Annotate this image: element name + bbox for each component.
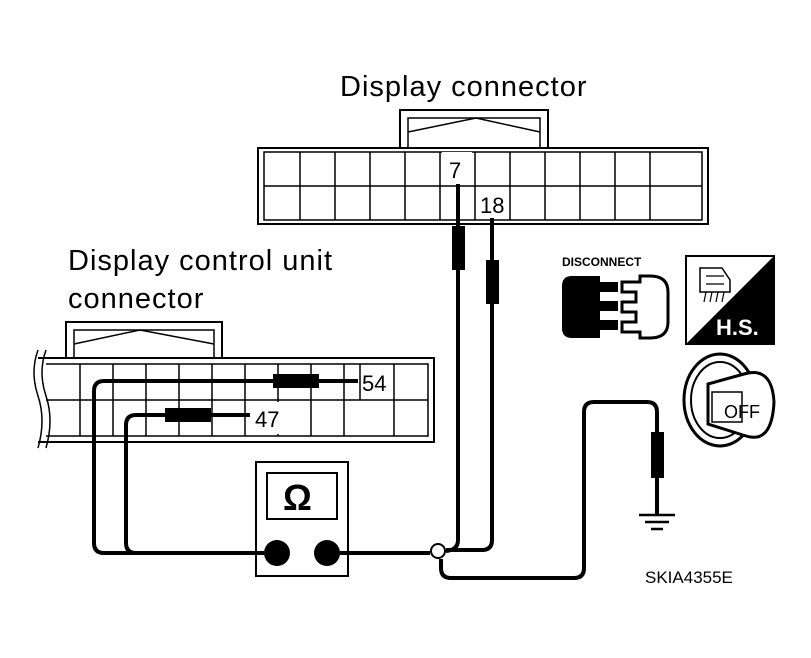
ohmmeter-terminal-left — [264, 540, 290, 566]
ground-icon — [639, 513, 675, 531]
disconnect-connector-icon — [562, 274, 670, 340]
probe-pin-7 — [452, 226, 465, 270]
lead-pin-18 — [446, 218, 494, 552]
display-control-unit-connector — [33, 321, 435, 449]
disconnect-label: DISCONNECT — [562, 255, 642, 269]
ignition-key-off-icon — [682, 352, 776, 448]
ohmmeter-terminal-right — [314, 540, 340, 566]
ohmmeter-icon — [255, 461, 349, 577]
figure-code: SKIA4355E — [645, 568, 733, 587]
harness-side-icon — [685, 255, 775, 345]
lead-ground — [439, 400, 659, 580]
pin-18-label: 18 — [480, 193, 504, 218]
test-leads — [92, 184, 659, 580]
off-label: OFF — [724, 402, 760, 422]
dcu-connector-label-line2: connector — [68, 283, 204, 315]
probe-pin-47 — [165, 408, 211, 422]
display-connector — [257, 109, 709, 225]
pin-7-label: 7 — [449, 158, 461, 183]
pin-54-label: 54 — [362, 371, 386, 396]
ohm-symbol: Ω — [283, 477, 312, 518]
probe-ground — [651, 432, 664, 478]
probe-tips — [165, 226, 664, 478]
display-connector-label: Display connector — [340, 71, 588, 103]
lead-junction — [430, 543, 446, 559]
probe-pin-18 — [486, 260, 499, 304]
lead-pin-47 — [124, 413, 264, 555]
lead-pin-54 — [92, 379, 358, 555]
pin-47-label: 47 — [255, 407, 279, 432]
dcu-connector-label-line1: Display control unit — [68, 245, 333, 277]
probe-pin-54 — [273, 374, 319, 388]
hs-label: H.S. — [716, 315, 759, 340]
